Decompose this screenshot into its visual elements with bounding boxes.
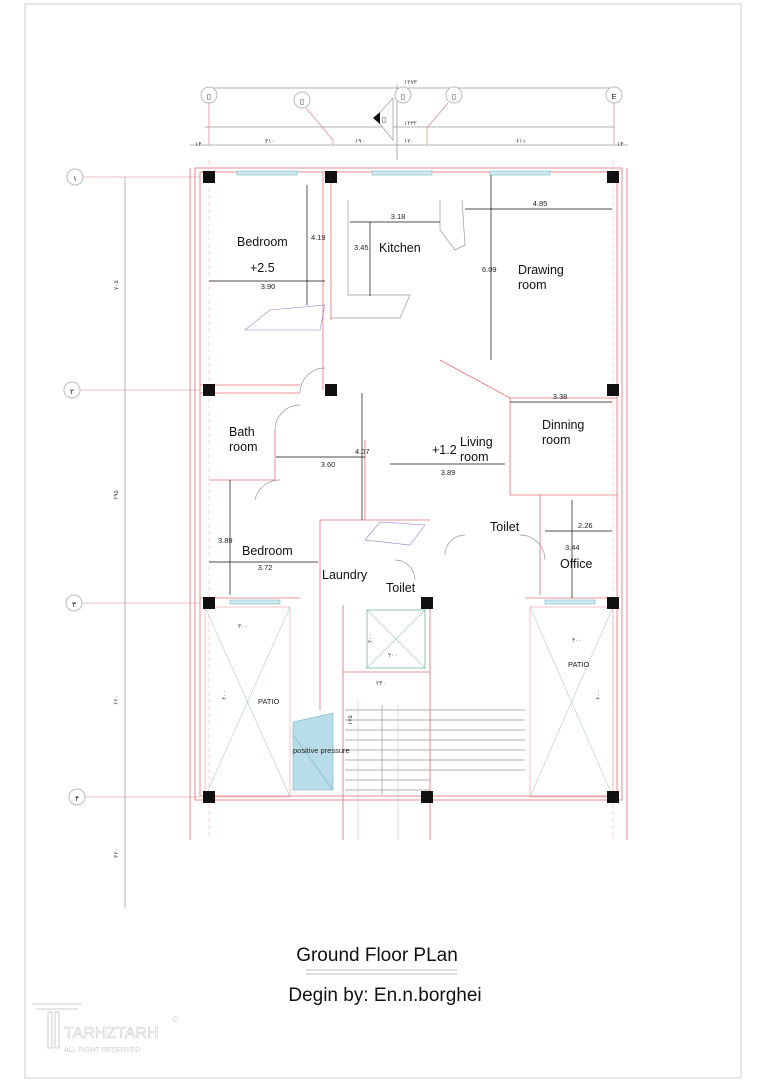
designer-credit: Degin by: En.n.borghei [288,985,481,1006]
span-dimension: ۳۱۰ [265,138,275,145]
room-label-bedroom: Bedroom [237,235,288,249]
room-label-laundry: Laundry [322,568,368,582]
svg-text:▯: ▯ [401,92,405,101]
room-label-living: room [460,450,488,464]
row-span-dimension: ۳۶۰ [113,848,120,858]
room-label-dinning: Dinning [542,418,584,432]
grid-bubble-col-2: ▯ [293,91,311,109]
svg-text:۳۰۰: ۳۰۰ [238,623,248,630]
grid-bubble-row-1: ۱ [66,168,84,186]
positive-pressure-label: positive pressure [293,746,350,755]
edge-dimension: ۱۴ [195,141,201,148]
span-dimension: ۱۹۰ [355,138,365,145]
grid-bubble-col-3: ▯ [394,86,412,104]
section-marker: ▯ [373,97,394,141]
svg-text:4.85: 4.85 [533,199,548,208]
room-label-living: Living [460,435,493,449]
svg-text:TARHZTARH: TARHZTARH [64,1025,159,1042]
svg-text:۳: ۳ [72,600,77,609]
svg-text:۶۰۰: ۶۰۰ [221,690,228,700]
svg-text:6.09: 6.09 [482,265,497,274]
room-label-toilet-2: Toilet [386,581,416,595]
svg-text:3.89: 3.89 [441,468,456,477]
patio-label: PATIO [568,660,590,669]
edge-dimension: ۱۴ [617,141,623,148]
svg-text:۲۰۰: ۲۰۰ [367,633,374,643]
room-label-office: Office [560,557,592,571]
elevator [366,609,426,669]
svg-text:۱: ۱ [73,174,77,183]
room-label-drawing: room [518,278,546,292]
sheet-border [24,3,742,1079]
room-labels: Bedroom +2.5 Kitchen Drawing room Bath r… [221,235,602,755]
svg-text:3.18: 3.18 [391,212,406,221]
svg-text:3.90: 3.90 [261,282,276,291]
grid-bubble-row-3: ۳ [65,594,83,612]
svg-text:E: E [611,92,616,101]
room-label-toilet: Toilet [490,520,520,534]
svg-text:3.44: 3.44 [565,543,580,552]
staircase [345,700,525,840]
svg-text:4.19: 4.19 [311,233,326,242]
room-label-bath: Bath [229,425,255,439]
room-label-kitchen: Kitchen [379,241,421,255]
patio-left [204,606,291,798]
drawing-title: Ground Floor PLan [296,945,458,966]
svg-text:▯: ▯ [382,115,386,124]
svg-text:©: © [172,1015,178,1024]
row-span-dimension: ۶۶۰ [113,695,120,705]
tarhztarh-logo: TARHZTARH ALL RIGHT RESERVED © [32,1003,178,1054]
room-dimensions: 4.19 3.90 3.18 3.45 4.85 6.09 3.38 3.60 … [209,175,612,598]
svg-text:3.89: 3.89 [218,536,233,545]
svg-text:3.60: 3.60 [321,460,336,469]
svg-text:۲: ۲ [70,387,74,396]
svg-text:▯: ▯ [300,97,304,106]
room-label-drawing: Drawing [518,263,564,277]
structural-columns [203,171,619,803]
svg-text:▯: ▯ [452,92,456,101]
svg-text:3.72: 3.72 [258,563,273,572]
level-marker: +1.2 [432,443,457,457]
walls [189,160,628,840]
svg-text:▯: ▯ [207,92,211,101]
grid-bubble-col-4: ▯ [445,86,463,104]
svg-text:3.45: 3.45 [354,243,369,252]
svg-text:۳۰۰: ۳۰۰ [572,637,582,644]
grid-bubble-col-1: ▯ [200,86,218,104]
svg-text:ALL RIGHT RESERVED: ALL RIGHT RESERVED [64,1047,140,1054]
span-dimension: ۶۱۱ [516,138,526,145]
svg-text:۲۰۰: ۲۰۰ [388,652,398,659]
span-dimension: ۱۲۰ [404,138,414,145]
svg-text:4.07: 4.07 [355,447,370,456]
row-span-dimension: ۶۹۵ [113,490,120,500]
row-span-dimension: ۷۰۵ [113,280,120,290]
inner-dimension: ۱۲۳۲ [404,120,417,127]
svg-text:۴: ۴ [75,794,79,803]
level-marker: +2.5 [250,261,275,275]
svg-text:۶۰۰: ۶۰۰ [595,690,602,700]
svg-text:۲۴۰: ۲۴۰ [376,680,386,687]
patio-right [529,606,614,798]
overall-dimension: ۱۲۷۳ [404,79,418,86]
grid-bubble-row-2: ۲ [63,381,81,399]
room-label-bedroom-2: Bedroom [242,544,293,558]
svg-text:۱۷۵: ۱۷۵ [347,715,354,725]
left-dimension-chain: ۷۰۵ ۶۹۵ ۶۶۰ ۳۶۰ ۱ ۲ ۳ ۴ [63,168,200,908]
svg-text:3.38: 3.38 [553,392,568,401]
grid-bubble-row-4: ۴ [68,788,86,806]
grid-bubble-col-5: E [605,86,623,104]
room-label-bath: room [229,440,257,454]
room-label-dinning: room [542,433,570,447]
top-dimension-chain: ۱۲۷۳ ۱۲۳۲ ۳۱۰ ۱۹۰ ۱۲۰ ۶۱۱ ۱۴ ۱۴ ▯ ▯ ▯ ▯ … [190,79,628,160]
svg-text:2.26: 2.26 [578,521,593,530]
patio-label: PATIO [258,697,280,706]
